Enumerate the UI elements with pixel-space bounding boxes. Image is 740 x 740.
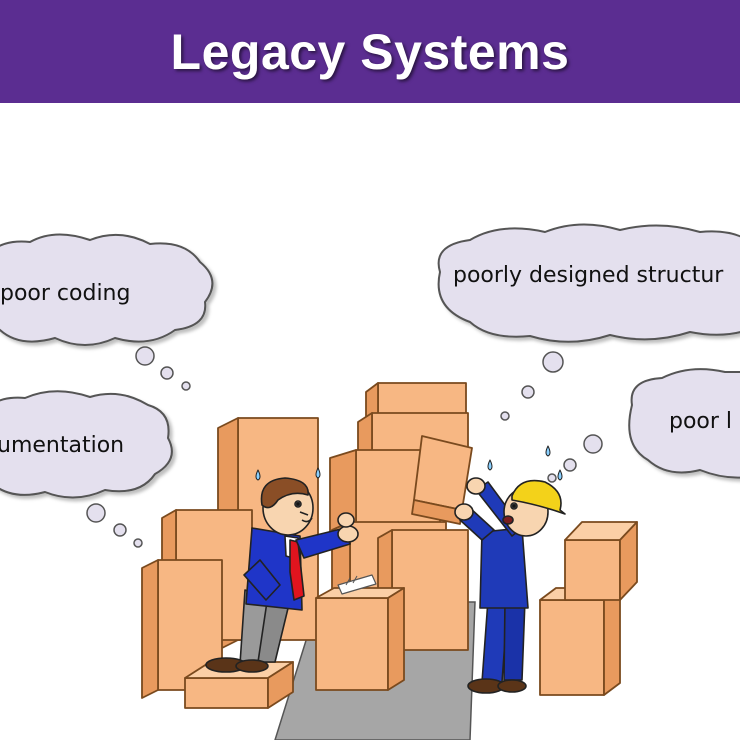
thought-bubble: [135, 346, 155, 366]
thought-cloud-poor-l: poor l: [547, 368, 740, 483]
thought-bubble: [160, 366, 174, 380]
thought-bubble: [583, 434, 603, 454]
thought-cloud-poor-coding: poor coding: [0, 233, 214, 391]
thought-text-poor-coding: poor coding: [0, 281, 130, 306]
paper-icon: [337, 574, 377, 595]
thought-bubble: [113, 523, 127, 537]
box: [315, 587, 405, 691]
thought-bubble: [521, 385, 535, 399]
thought-cloud-poorly-designed-structure: poorly designed structur: [437, 223, 740, 421]
thought-bubble: [563, 458, 577, 472]
worker-in-suit: [205, 467, 359, 673]
title-bar: Legacy Systems: [0, 0, 740, 103]
thought-text-poor-l: poor l: [669, 409, 732, 434]
worker-with-hard-hat: [454, 445, 566, 694]
falling-box: [411, 435, 473, 525]
slide-title: Legacy Systems: [170, 23, 570, 80]
thought-text-documentation: umentation: [0, 433, 124, 458]
thought-cloud-documentation: umentation: [0, 390, 173, 548]
thought-bubble: [500, 411, 510, 421]
thought-text-poorly-designed-structure: poorly designed structur: [453, 263, 724, 288]
box: [539, 587, 621, 696]
box: [564, 521, 638, 601]
thought-bubble: [133, 538, 143, 548]
box: [141, 559, 223, 699]
thought-bubble: [542, 351, 564, 373]
thought-bubble: [547, 473, 557, 483]
thought-bubble: [181, 381, 191, 391]
thought-bubble: [86, 503, 106, 523]
